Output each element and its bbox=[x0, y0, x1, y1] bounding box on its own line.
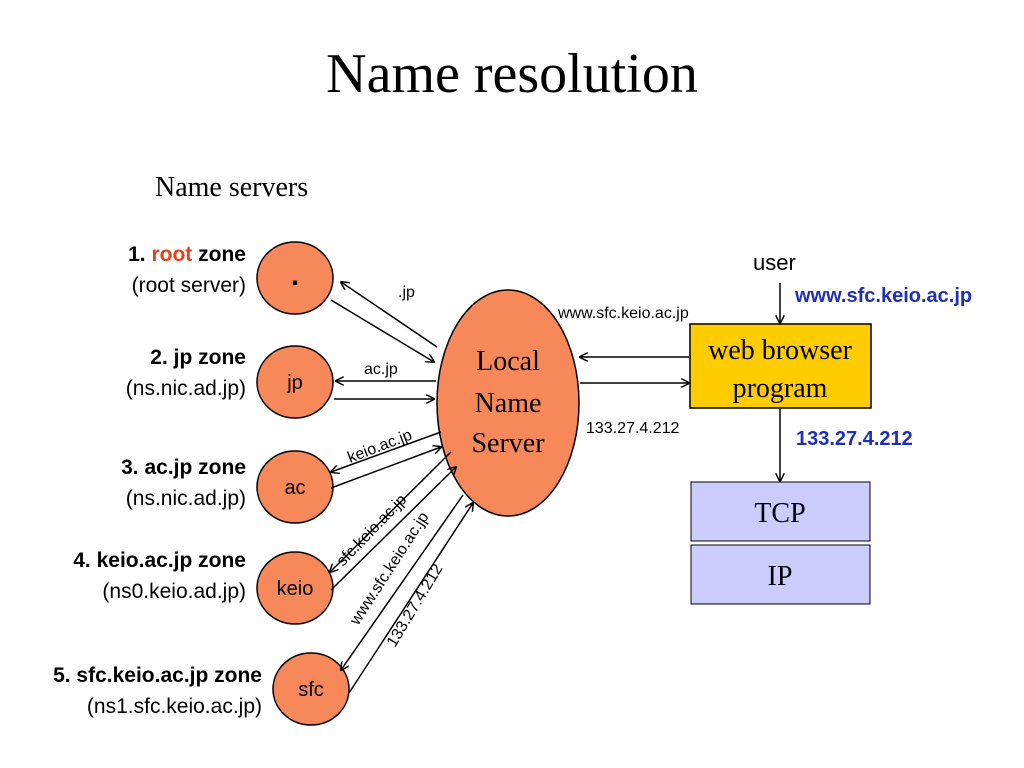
svg-text:.: . bbox=[291, 259, 299, 292]
local-name-server: Local Name Server bbox=[436, 289, 580, 517]
svg-text:TCP: TCP bbox=[754, 498, 805, 529]
root-referral-arrow bbox=[330, 299, 434, 362]
sfc-query-arrow bbox=[341, 494, 464, 670]
ip-box: IP bbox=[690, 544, 871, 605]
svg-text:jp: jp bbox=[286, 372, 303, 394]
svg-text:program: program bbox=[733, 373, 828, 404]
sfc-answer-arrow bbox=[348, 503, 473, 694]
ac-referral-arrow bbox=[330, 447, 441, 489]
keio-query-arrow bbox=[330, 451, 452, 572]
user-input-label: www.sfc.keio.ac.jp bbox=[794, 285, 972, 307]
zone-label-keio: 4. keio.ac.jp zone (ns0.keio.ad.jp) bbox=[73, 549, 246, 603]
user-label: user bbox=[753, 250, 796, 275]
zone-label-ac: 3. ac.jp zone (ns.nic.ad.jp) bbox=[121, 456, 246, 510]
zone-label-root: 1. root zone (root server) bbox=[128, 243, 246, 297]
page-title: Name resolution bbox=[326, 43, 698, 105]
svg-text:Server: Server bbox=[471, 428, 545, 459]
browser-ip-label: 133.27.4.212 bbox=[796, 428, 913, 450]
query-label: www.sfc.keio.ac.jp bbox=[557, 305, 689, 322]
ac-query-arrow bbox=[331, 431, 442, 472]
svg-text:Local: Local bbox=[476, 346, 540, 377]
tcp-box: TCP bbox=[690, 481, 871, 542]
answer-label: 133.27.4.212 bbox=[586, 420, 680, 437]
svg-text:sfc: sfc bbox=[298, 679, 324, 701]
root-highlight: root bbox=[151, 243, 193, 266]
node-ac: ac bbox=[256, 450, 334, 524]
web-browser-box: web browser program bbox=[689, 323, 872, 409]
root-query-arrow bbox=[341, 282, 438, 348]
svg-text:ac: ac bbox=[284, 477, 305, 499]
node-sfc: sfc bbox=[272, 652, 350, 726]
zone-label-sfc: 5. sfc.keio.ac.jp zone (ns1.sfc.keio.ac.… bbox=[53, 664, 262, 718]
node-root: . bbox=[256, 241, 334, 315]
node-jp: jp bbox=[256, 345, 334, 419]
svg-text:web browser: web browser bbox=[708, 335, 853, 366]
svg-text:Name: Name bbox=[475, 388, 542, 419]
keio-referral-arrow bbox=[330, 467, 456, 591]
node-keio: keio bbox=[256, 551, 334, 625]
svg-text:IP: IP bbox=[768, 561, 793, 592]
jp-referral-label: ac.jp bbox=[364, 361, 398, 378]
root-referral-label: .jp bbox=[398, 284, 415, 301]
svg-text:keio: keio bbox=[277, 578, 314, 600]
subtitle: Name servers bbox=[155, 172, 309, 203]
zone-label-jp: 2. jp zone (ns.nic.ad.jp) bbox=[125, 346, 246, 400]
